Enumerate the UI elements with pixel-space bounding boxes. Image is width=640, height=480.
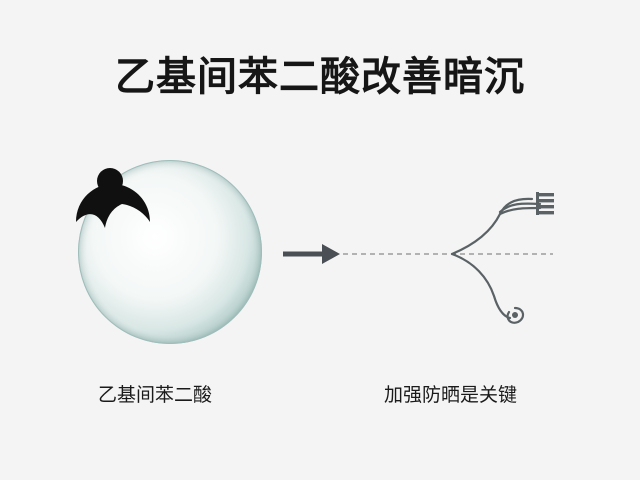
droplet-sphere-icon <box>78 160 262 344</box>
right-caption: 加强防晒是关键 <box>384 384 518 406</box>
hair-bun-icon <box>76 168 150 228</box>
right-arrow-icon <box>283 244 340 264</box>
page-title: 乙基间苯二酸改善暗沉 <box>115 54 525 100</box>
split-tendril-icon <box>450 197 542 324</box>
left-caption: 乙基间苯二酸 <box>98 384 213 406</box>
comb-tip-icon <box>536 192 554 215</box>
